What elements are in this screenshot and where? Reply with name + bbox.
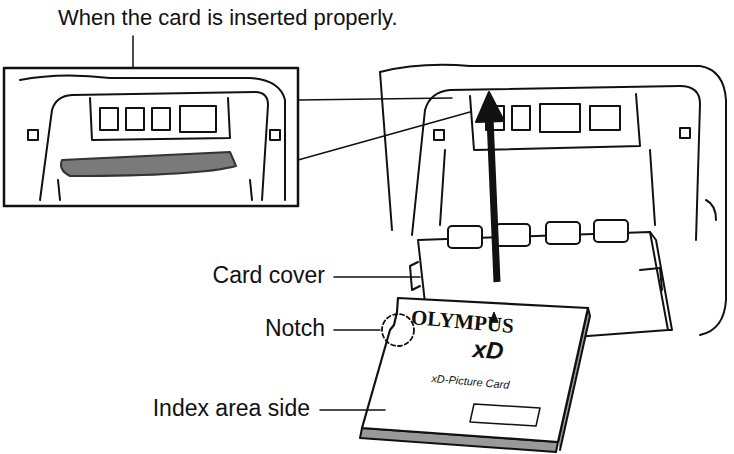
- inset-frame: [4, 68, 298, 206]
- notch-marker: [382, 314, 414, 346]
- inset-slot: [20, 75, 285, 200]
- inserted-card: [61, 152, 236, 176]
- insertion-arrow: [476, 92, 504, 282]
- heading-note: When the card is inserted properly.: [58, 6, 398, 30]
- leader-line: [334, 329, 380, 331]
- part-label: Notch: [265, 316, 325, 341]
- xd-card: [360, 298, 590, 452]
- card-logo: xD: [472, 336, 505, 365]
- part-label: Card cover: [213, 263, 325, 288]
- leader-line: [320, 409, 385, 411]
- part-label: Index area side: [153, 396, 310, 421]
- leader-line: [334, 276, 420, 278]
